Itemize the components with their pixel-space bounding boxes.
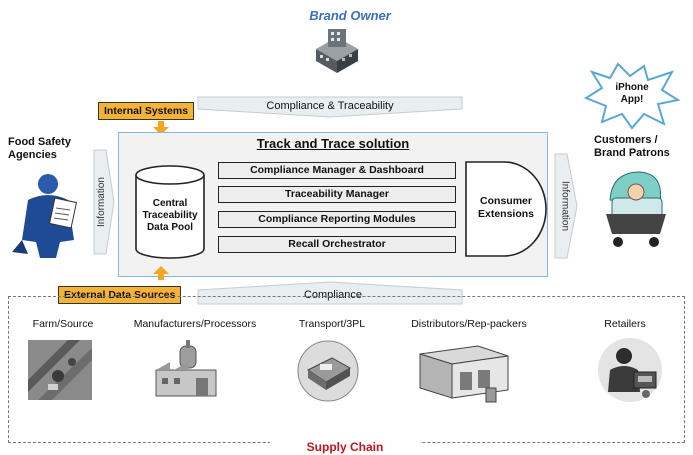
iphone-app-label: iPhone App! — [615, 82, 649, 105]
information-right-label: Information — [559, 180, 571, 232]
inspector-figure-icon — [12, 174, 78, 258]
consumer-extensions-shape — [465, 161, 547, 257]
internal-systems-tag: Internal Systems — [98, 102, 195, 120]
retail-cashier-icon — [598, 338, 662, 402]
stage-farm-source: Farm/Source — [32, 318, 94, 330]
track-trace-title: Track and Trace solution — [256, 136, 410, 151]
iphone-app-burst-icon — [584, 62, 680, 130]
supply-chain-label: Supply Chain — [270, 440, 420, 454]
shopping-cart-customer-icon — [606, 171, 666, 247]
compliance-arrow — [197, 281, 463, 305]
compliance-traceability-arrow — [197, 96, 463, 118]
compliance-traceability-label: Compliance & Traceability — [266, 100, 394, 112]
information-right-arrow — [554, 153, 578, 259]
stage-manufacturers: Manufacturers/Processors — [133, 318, 257, 330]
information-right: Information — [554, 154, 576, 258]
module-compliance-manager: Compliance Manager & Dashboard — [218, 162, 456, 179]
information-left: Information — [90, 150, 112, 254]
customers-label: Customers / Brand Patrons — [594, 134, 670, 159]
data-pool-label: Central Traceability Data Pool — [142, 198, 198, 233]
database-cylinder-icon — [135, 165, 205, 259]
stage-distributors: Distributors/Rep-packers — [411, 318, 527, 330]
warehouse-icon — [419, 345, 509, 403]
office-building-icon — [316, 29, 358, 73]
stage-retailers: Retailers — [604, 318, 646, 330]
compliance-label: Compliance — [303, 289, 363, 301]
factory-icon — [155, 340, 217, 397]
farm-field-icon — [28, 340, 92, 400]
stage-transport: Transport/3PL — [298, 318, 366, 330]
module-compliance-reporting: Compliance Reporting Modules — [218, 211, 456, 228]
food-safety-agencies-label: Food Safety Agencies — [8, 136, 71, 161]
down-arrow-icon — [153, 121, 169, 135]
module-traceability-manager: Traceability Manager — [218, 186, 456, 203]
brand-owner-label: Brand Owner — [309, 8, 391, 23]
information-left-arrow — [93, 149, 115, 255]
information-left-label: Information — [95, 176, 107, 228]
transport-pallet-icon — [297, 340, 359, 402]
module-recall-orchestrator: Recall Orchestrator — [218, 236, 456, 253]
up-arrow-icon — [153, 266, 169, 280]
consumer-extensions-label: Consumer Extensions — [477, 195, 535, 220]
external-data-sources-tag: External Data Sources — [58, 286, 182, 304]
